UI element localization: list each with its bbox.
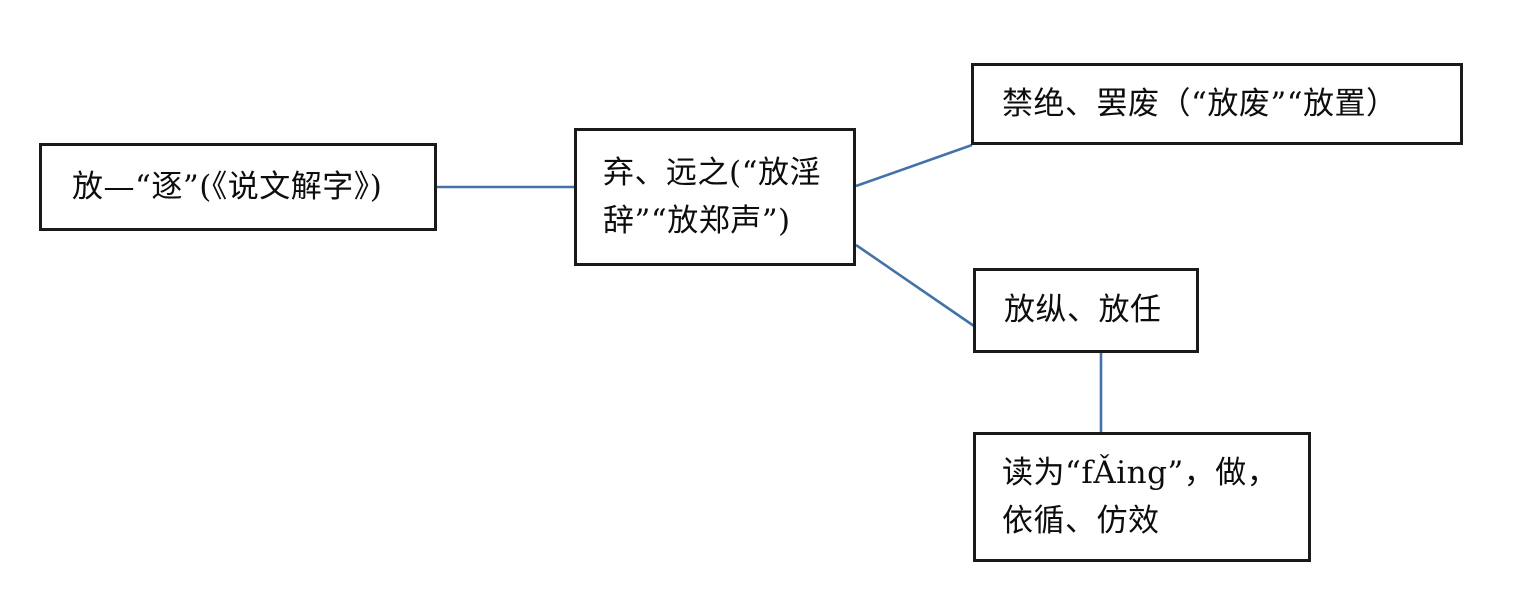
core-meaning-node[interactable]: 弃、远之(“放淫 辞”“放郑声”) — [574, 128, 856, 266]
imitate-meaning-node-label: 读为“fǍing”，做， 依循、仿效 — [1002, 454, 1279, 539]
prohibit-meaning-node-label: 禁绝、罢废（“放废”“放置） — [1002, 85, 1398, 122]
core-meaning-node-label: 弃、远之(“放淫 辞”“放郑声”) — [603, 154, 821, 239]
imitate-meaning-node[interactable]: 读为“fǍing”，做， 依循、仿效 — [973, 432, 1311, 562]
root-node-label: 放—“逐”(《说文解字》) — [72, 168, 383, 205]
root-node[interactable]: 放—“逐”(《说文解字》) — [39, 143, 437, 231]
connector-core-to-prohibit — [855, 143, 973, 188]
connector-core-to-indulge — [855, 243, 975, 328]
prohibit-meaning-node[interactable]: 禁绝、罢废（“放废”“放置） — [971, 63, 1463, 145]
indulge-meaning-node-label: 放纵、放任 — [1004, 292, 1162, 329]
indulge-meaning-node[interactable]: 放纵、放任 — [973, 268, 1199, 353]
